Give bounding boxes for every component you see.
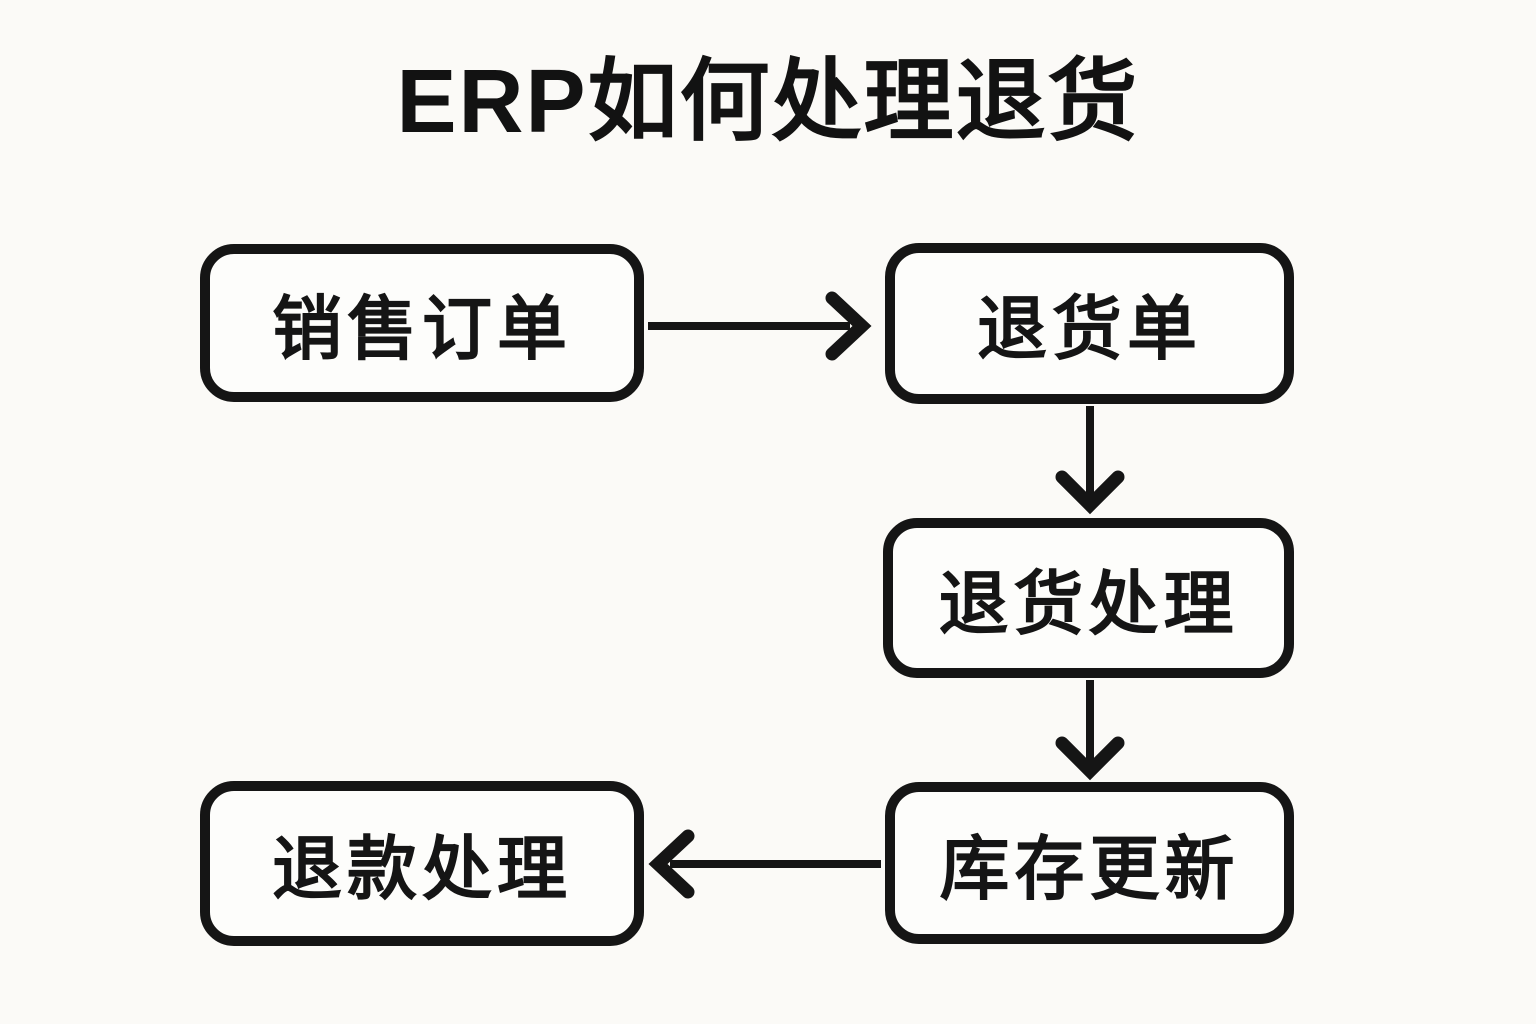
- arrow-sales-to-return-order: [648, 291, 872, 361]
- return-order-label: 退货单: [977, 290, 1202, 368]
- arrowhead-left-icon: [648, 829, 695, 899]
- arrow-inventory-update-to-refund-processing: [648, 829, 881, 899]
- sales-order-label: 销售订单: [272, 289, 572, 368]
- node-sales-order: 销售订单: [200, 244, 644, 402]
- node-return-order: 退货单: [885, 243, 1294, 404]
- diagram-title: ERP如何处理退货: [396, 52, 1140, 152]
- arrowhead-down-icon: [1055, 736, 1125, 781]
- node-inventory-update: 库存更新: [885, 782, 1294, 944]
- inventory-update-label: 库存更新: [939, 829, 1240, 908]
- arrowhead-right-icon: [825, 291, 872, 361]
- arrow-return-order-to-return-processing: [1055, 406, 1125, 515]
- node-return-processing: 退货处理: [883, 518, 1294, 678]
- arrowhead-down-icon: [1055, 470, 1125, 515]
- node-refund-processing: 退款处理: [200, 781, 644, 946]
- arrow-return-processing-to-inventory-update: [1055, 680, 1125, 781]
- refund-processing-label: 退款处理: [272, 830, 572, 908]
- return-processing-label: 退货处理: [938, 564, 1239, 643]
